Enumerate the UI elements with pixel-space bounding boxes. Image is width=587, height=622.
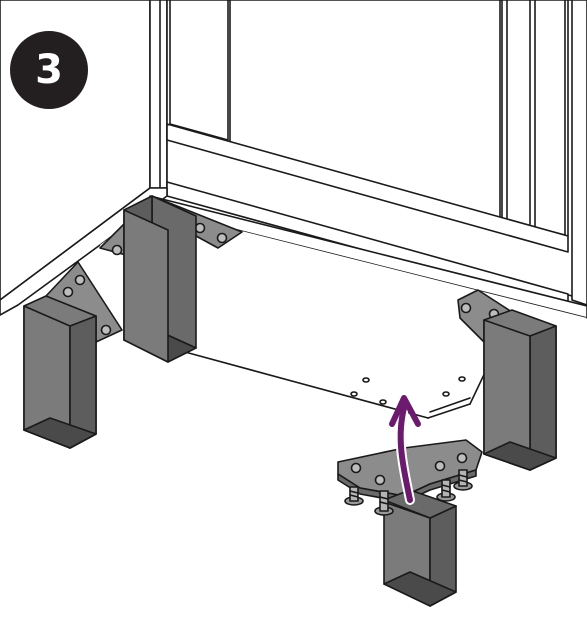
leg-back-right [457, 289, 557, 471]
screw [344, 486, 364, 506]
leg-back-left [99, 195, 243, 363]
screw [374, 490, 394, 516]
install-direction-arrow [389, 395, 421, 505]
leg-front-left [23, 261, 123, 449]
screw [453, 469, 473, 491]
predrilled-holes [350, 376, 466, 405]
cabinet-body [0, 0, 587, 419]
step-number-badge: 3 [10, 31, 88, 109]
screw [436, 479, 456, 502]
mounting-screws [344, 469, 473, 516]
leg-being-installed [337, 439, 483, 607]
